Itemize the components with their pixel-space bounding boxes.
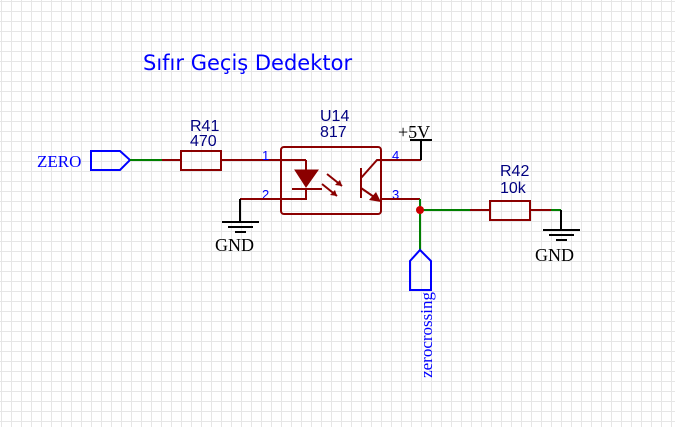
gnd-right: GND <box>535 210 580 265</box>
u14-pin4-label: 4 <box>392 148 399 163</box>
zerocrossing-port-shape <box>409 248 432 291</box>
vcc-label: +5V <box>398 122 430 142</box>
zerocrossing-port[interactable]: zerocrossing <box>409 248 436 378</box>
schematic-title: Sıfır Geçiş Dedektor <box>143 51 352 75</box>
zero-port-label: ZERO <box>37 152 81 171</box>
r42-body <box>489 200 531 221</box>
r42-value: 10k <box>500 180 527 197</box>
u14-ref: U14 <box>320 108 349 125</box>
u14-pin1-label: 1 <box>262 148 269 163</box>
zero-port[interactable]: ZERO <box>37 150 132 171</box>
u14-value: 817 <box>320 124 347 141</box>
r41-value: 470 <box>190 133 217 150</box>
zerocrossing-port-label: zerocrossing <box>417 292 436 378</box>
resistor-r42[interactable]: R42 10k <box>489 163 531 221</box>
led-icon <box>261 160 343 200</box>
r42-ref: R42 <box>500 163 529 180</box>
r41-body <box>180 150 222 171</box>
zero-port-shape <box>90 150 132 171</box>
optocoupler-u14[interactable]: U14 817 1 2 3 4 <box>261 108 420 215</box>
u14-body <box>280 146 382 215</box>
gnd-left-label: GND <box>215 235 254 255</box>
phototransistor-icon <box>360 159 420 202</box>
u14-pin2-label: 2 <box>262 187 269 202</box>
gnd-left: GND <box>215 199 259 255</box>
junction-dot <box>416 206 424 214</box>
vcc-5v: +5V <box>398 122 432 160</box>
r41-ref: R41 <box>190 118 219 135</box>
resistor-r41[interactable]: R41 470 <box>180 118 222 171</box>
u14-pin3-label: 3 <box>392 187 399 202</box>
gnd-right-label: GND <box>535 245 574 265</box>
